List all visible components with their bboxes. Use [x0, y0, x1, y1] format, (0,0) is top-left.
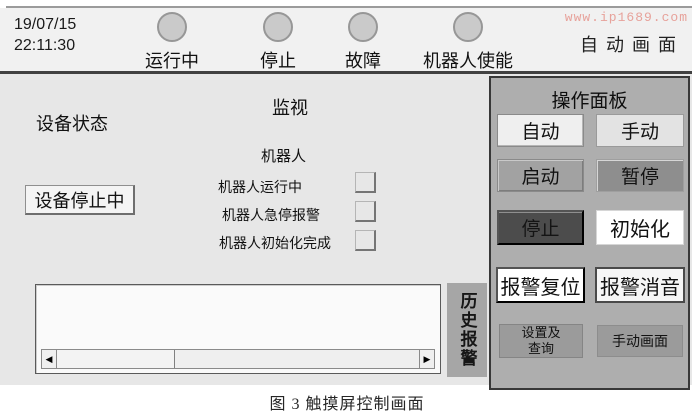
datetime-display: 19/07/15 22:11:30 [14, 14, 76, 56]
robot-init-done-label: 机器人初始化完成 [219, 235, 331, 251]
watermark-text: www.ip1689.com [564, 10, 688, 25]
fault-lamp-icon [348, 12, 378, 42]
panel-button-manual[interactable]: 手动 [596, 114, 684, 147]
panel-button-start[interactable]: 启动 [497, 159, 584, 192]
robot-estop-alarm-label: 机器人急停报警 [222, 207, 320, 223]
scrollbar-track[interactable] [175, 350, 419, 368]
stopped-lamp-label: 停止 [260, 51, 296, 71]
panel-button-init[interactable]: 初始化 [596, 210, 684, 245]
robot-running-label: 机器人运行中 [218, 179, 302, 195]
robot-enable-lamp-icon [453, 12, 483, 42]
panel-button-alarm-reset[interactable]: 报警复位 [496, 267, 585, 303]
horizontal-scrollbar[interactable]: ◀ ▶ [41, 349, 435, 369]
operation-panel-title: 操作面板 [551, 91, 628, 112]
panel-button-stop[interactable]: 停止 [497, 210, 584, 245]
scrollbar-thumb[interactable] [57, 350, 175, 368]
panel-button-auto[interactable]: 自动 [497, 114, 584, 147]
time-label: 22:11:30 [14, 37, 76, 54]
history-alarm-list[interactable]: ◀ ▶ [35, 284, 441, 374]
scroll-left-button[interactable]: ◀ [42, 350, 57, 368]
monitor-title: 监视 [272, 98, 308, 118]
header-bar: 19/07/15 22:11:30 运行中 停止 故障 机器人使能 www.ip… [0, 8, 692, 71]
device-status-indicator: 设备停止中 [25, 185, 135, 215]
robot-enable-lamp [453, 12, 483, 42]
running-lamp [157, 12, 187, 42]
panel-button-settings-query[interactable]: 设置及 查询 [499, 324, 583, 358]
fault-lamp-label: 故障 [345, 51, 381, 71]
robot-enable-lamp-label: 机器人使能 [423, 51, 513, 71]
top-border-line [6, 6, 692, 8]
header-divider [0, 71, 692, 74]
scroll-left-arrow-icon: ◀ [45, 353, 53, 364]
panel-button-manual-screen[interactable]: 手动画面 [597, 325, 683, 357]
robot-init-done-indicator [355, 230, 376, 251]
panel-button-alarm-mute[interactable]: 报警消音 [595, 267, 685, 303]
running-lamp-label: 运行中 [145, 51, 199, 71]
fault-lamp [348, 12, 378, 42]
stopped-lamp-icon [263, 12, 293, 42]
running-lamp-icon [157, 12, 187, 42]
date-label: 19/07/15 [14, 16, 77, 33]
history-alarm-button[interactable]: 历史报警 [447, 283, 487, 377]
device-status-label: 设备状态 [36, 114, 108, 134]
screen-title: 自动画面 [580, 35, 684, 55]
figure-caption: 图 3 触摸屏控制画面 [269, 396, 425, 413]
robot-section-title: 机器人 [261, 148, 307, 165]
operation-panel: 操作面板 自动 手动 启动 暂停 停止 初始化 报警复位 报警消音 设置及 查询… [489, 76, 690, 390]
robot-running-indicator [355, 172, 376, 193]
stopped-lamp [263, 12, 293, 42]
robot-estop-alarm-indicator [355, 201, 376, 222]
scroll-right-arrow-icon: ▶ [423, 353, 431, 364]
scroll-right-button[interactable]: ▶ [419, 350, 434, 368]
panel-button-pause[interactable]: 暂停 [596, 159, 684, 192]
